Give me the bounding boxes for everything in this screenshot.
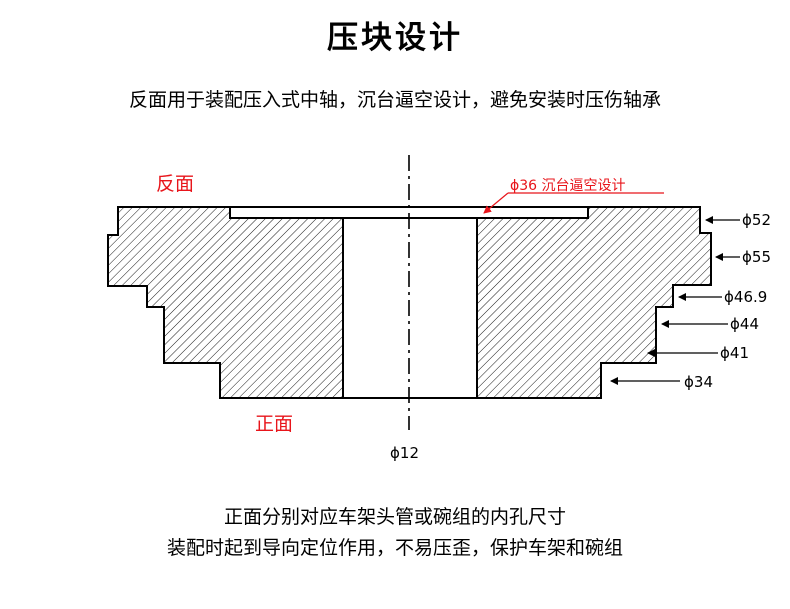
left-section-hatched bbox=[107, 206, 344, 399]
page-title: 压块设计 bbox=[327, 20, 463, 56]
back-face-label: 反面 bbox=[156, 173, 194, 195]
caption-line-1: 正面分别对应车架头管或碗组的内孔尺寸 bbox=[223, 506, 566, 528]
dim-d12-label: ϕ12 bbox=[390, 444, 419, 462]
counterbore-leader-arrow bbox=[483, 192, 509, 214]
dim-d34-label: ϕ34 bbox=[684, 373, 713, 391]
caption-line-2: 装配时起到导向定位作用，不易压歪，保护车架和碗组 bbox=[166, 537, 623, 559]
center-bore-outline bbox=[342, 217, 478, 399]
dim-d44-label: ϕ44 bbox=[730, 315, 759, 333]
right-section-hatched bbox=[476, 206, 712, 399]
front-face-label: 正面 bbox=[255, 413, 293, 435]
dim-d41-label: ϕ41 bbox=[720, 344, 749, 362]
dim-d46-9-label: ϕ46.9 bbox=[724, 288, 767, 306]
dim-d52-label: ϕ52 bbox=[742, 211, 771, 229]
page-subtitle: 反面用于装配压入式中轴，沉台逼空设计，避免安装时压伤轴承 bbox=[128, 89, 661, 111]
dim-d55-label: ϕ55 bbox=[742, 248, 771, 266]
counterbore-note-label: ϕ36 沉台逼空设计 bbox=[510, 178, 626, 194]
counterbore-recess-outline bbox=[229, 206, 589, 219]
